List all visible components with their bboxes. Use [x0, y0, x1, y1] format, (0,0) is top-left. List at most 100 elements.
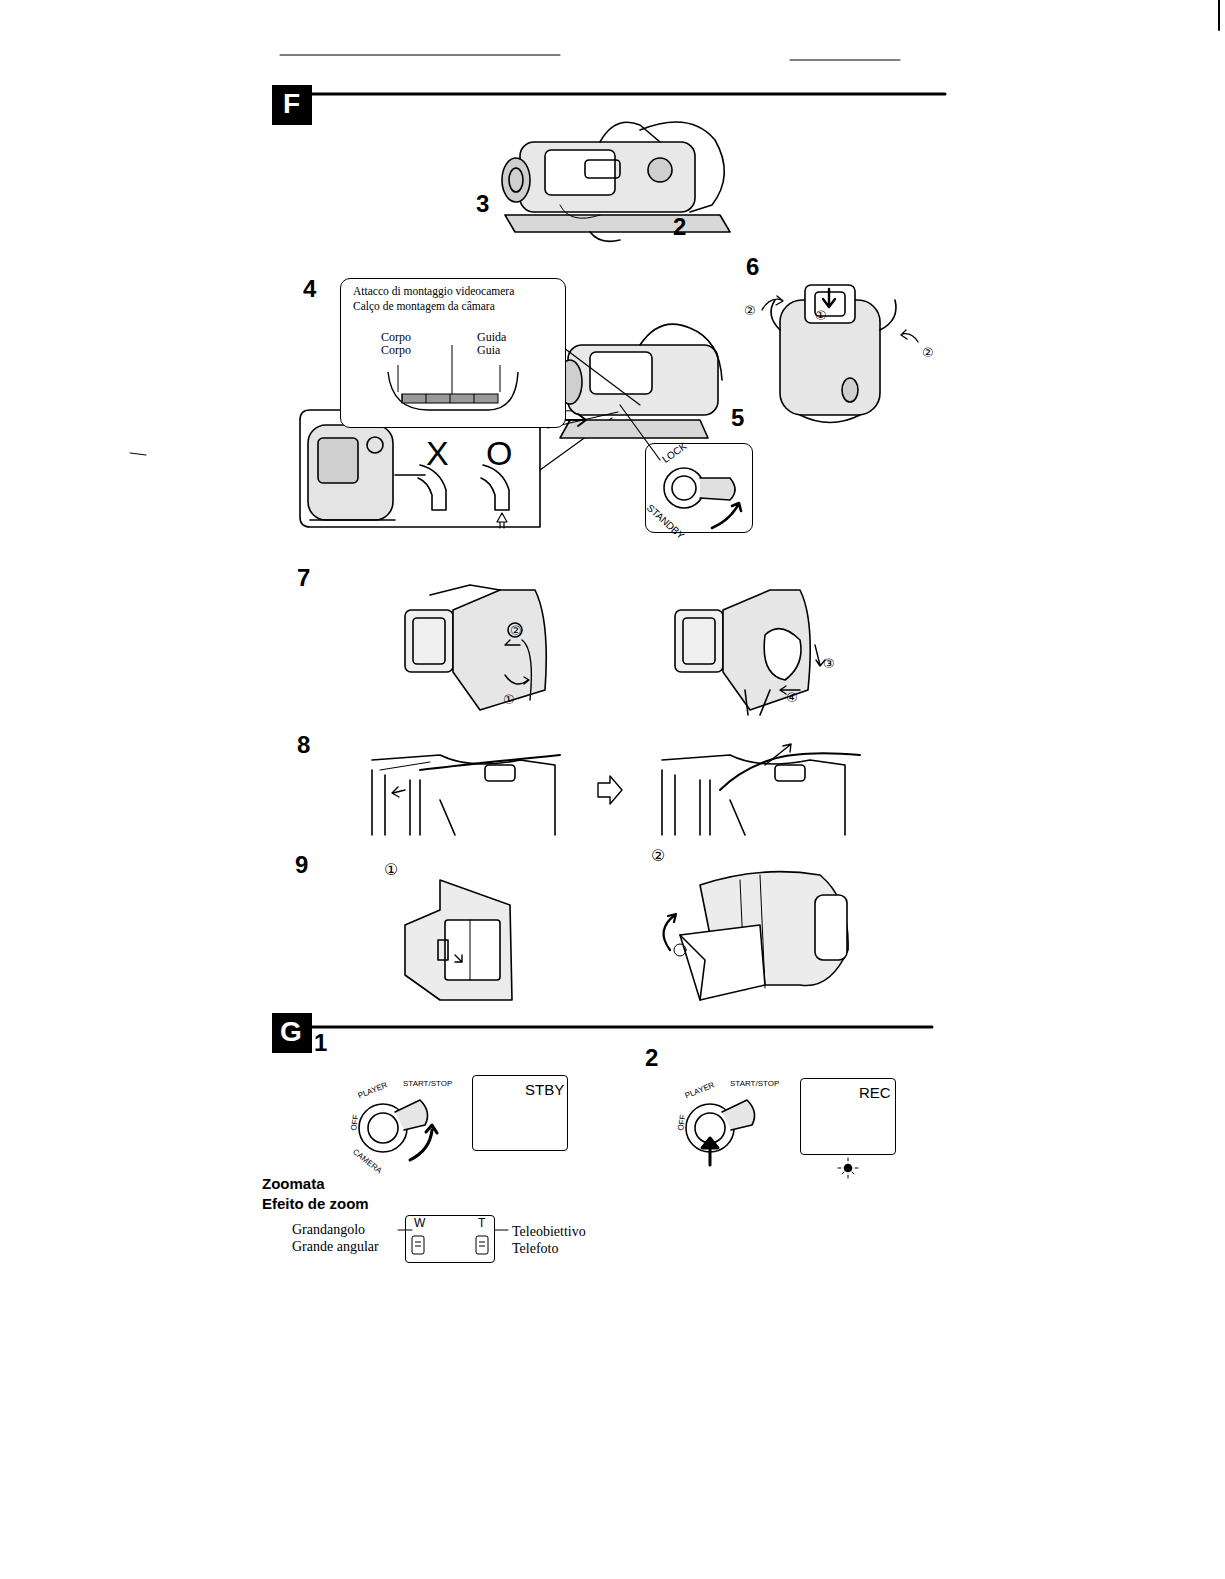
lens-hood-view [438, 940, 448, 960]
inset-frame [308, 425, 393, 520]
zoom-label: Grandangolo [292, 1223, 365, 1237]
inset-frame [395, 474, 425, 476]
zoom-lever-detail [412, 1236, 424, 1254]
zoom-label: Teleobiettivo [512, 1225, 586, 1239]
inset-frame [310, 519, 395, 521]
node-text: W [414, 1217, 425, 1230]
rec-indicator [838, 1158, 858, 1178]
housing-upright [901, 330, 918, 342]
lock-dial [712, 503, 741, 528]
lock-dial [664, 468, 704, 508]
power-dial [702, 1138, 718, 1165]
camcorder-housing [585, 160, 620, 178]
grip-strap-view [405, 610, 453, 672]
callout-number: 5 [731, 406, 744, 430]
page-marks [130, 453, 146, 455]
camcorder-housing [520, 142, 695, 212]
switch-inset: LOCKSTANDBY [645, 443, 753, 533]
step-marker: ③ [823, 657, 835, 670]
inset-frame [481, 465, 509, 510]
camcorder-housing [640, 122, 724, 212]
grip-strap-view [764, 629, 801, 680]
lens-hood-view [680, 925, 765, 1000]
camcorder-housing [600, 122, 660, 142]
dial-label: PLAYER [357, 1081, 389, 1100]
lens-hood-view [405, 880, 512, 1000]
lens-hood-view [445, 920, 500, 980]
housing-upright [880, 300, 896, 330]
lock-dial [664, 468, 741, 528]
page-marks [790, 60, 900, 61]
page-marks [130, 0, 1219, 455]
node-text: Calço de montagem da câmara [353, 300, 495, 313]
shoulder-strap-view [420, 755, 560, 770]
node-text: T [478, 1217, 485, 1230]
camcorder-housing [648, 158, 672, 182]
rec-indicator [845, 1165, 852, 1172]
mark-symbol: O [486, 436, 512, 470]
callout-number: 9 [295, 853, 308, 877]
shoulder-strap-view [775, 765, 805, 781]
camcorder-housing [590, 352, 652, 394]
lock-dial [700, 478, 735, 500]
camcorder-housing [590, 232, 620, 241]
node-text: STBY [525, 1082, 564, 1099]
camcorder-housing [620, 405, 660, 460]
shoulder-strap-view [372, 770, 455, 835]
display-screen: STBY [472, 1075, 568, 1151]
camcorder-housing [505, 215, 730, 232]
power-dial [410, 1125, 437, 1160]
camcorder-housing [540, 324, 722, 460]
zoom-label: Telefoto [512, 1242, 558, 1256]
mark-symbol: X [426, 436, 449, 470]
inset-frame [497, 513, 507, 528]
housing-upright [842, 378, 858, 402]
dial-label: PLAYER [684, 1081, 716, 1100]
node-text: STANDBY [645, 502, 687, 541]
lens-hood-view [470, 920, 471, 980]
grip-strap-view [405, 585, 825, 715]
zoom-lever-detail [476, 1236, 488, 1254]
power-dial [359, 1100, 437, 1160]
camcorder-housing [640, 324, 722, 380]
callout-number: 7 [297, 566, 310, 590]
housing-upright [762, 285, 918, 423]
camcorder-housing [568, 345, 718, 415]
callout-box: Attacco di montaggio videocameraCalço de… [340, 278, 566, 428]
node-text: Attacco di montaggio videocamera [353, 285, 514, 298]
page-marks [280, 55, 560, 56]
grip-strap-view [505, 675, 529, 684]
shoulder-strap-view [765, 744, 791, 765]
camcorder-housing [545, 150, 615, 195]
node-text: Corpo [381, 344, 411, 357]
grip-strap-view [413, 618, 445, 664]
housing-upright [805, 285, 855, 323]
grip-strap-view [745, 690, 770, 715]
section-heading: Efeito de zoom [262, 1196, 369, 1211]
callout-number: 8 [297, 733, 310, 757]
step-marker: ① [384, 862, 398, 878]
housing-upright [771, 300, 780, 330]
callout-number: 1 [314, 1031, 327, 1055]
grip-strap-view [505, 640, 531, 700]
step-marker: ② [744, 304, 756, 317]
callout-number: 3 [476, 192, 489, 216]
shoulder-strap-view [372, 744, 860, 835]
section-badge: F [272, 85, 312, 125]
shoulder-strap-view [372, 755, 555, 835]
node-text: Guida [477, 331, 506, 344]
step-marker: ④ [786, 691, 798, 704]
rec-indicator [838, 1158, 858, 1178]
callout-number: 2 [645, 1046, 658, 1070]
step-marker: ② [510, 624, 522, 637]
display-screen: REC [800, 1078, 896, 1155]
housing-upright [823, 289, 835, 307]
power-dial [368, 1113, 398, 1143]
grip-strap-view [430, 585, 500, 595]
section-badge: G [272, 1013, 312, 1053]
step-marker: ② [922, 346, 934, 359]
dial-label: START/STOP [730, 1080, 779, 1088]
page-marks [1218, 0, 1220, 30]
lens-hood-view [674, 944, 686, 956]
